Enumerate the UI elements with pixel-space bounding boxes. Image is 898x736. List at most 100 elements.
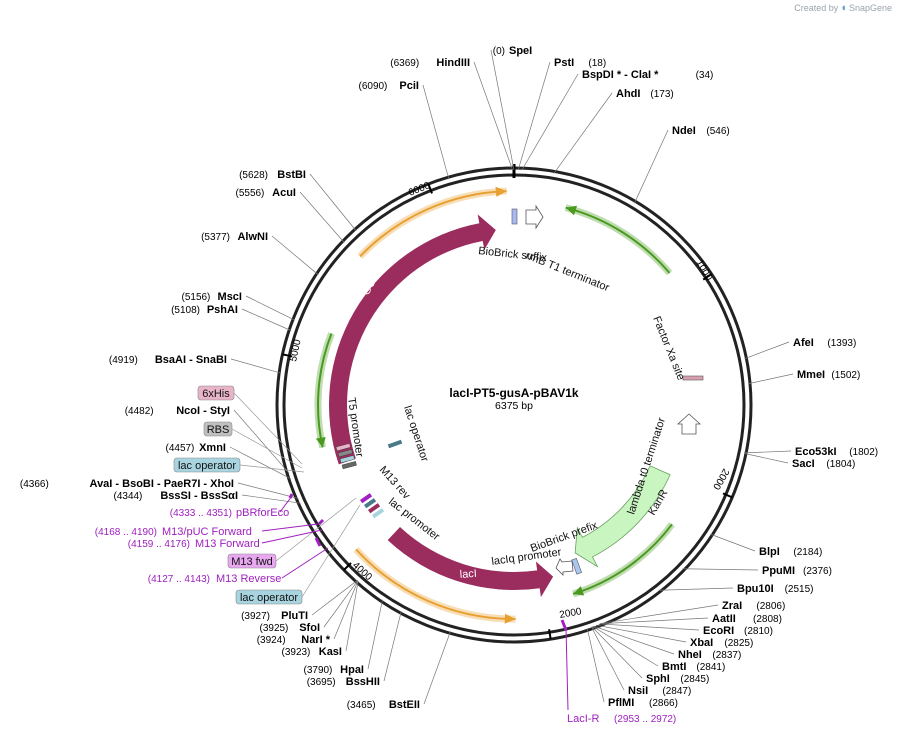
site-name-eco53ki: Eco53kI [795, 446, 837, 458]
primer-name-m13-puc-forward: M13/pUC Forward [162, 526, 252, 538]
site-leader-nsii [591, 626, 625, 691]
rrnb-terminator-glyph [525, 204, 544, 230]
site-name-bspdi-clai-: BspDI * - ClaI * [582, 69, 659, 81]
site-leader-aatii [599, 617, 709, 625]
boxed-feature-6xhis: 6xHis [197, 385, 235, 401]
site-name-avai-bsobi-paer7i-xhoi: AvaI - BsoBI - PaeR7I - XhoI [90, 478, 234, 490]
primer-labels: (4333 .. 4351) pBRforEco (4168 .. 4190) … [95, 507, 677, 725]
site-pos-zrai: (2806) [756, 601, 785, 612]
site-leader-xbai [596, 624, 687, 643]
site-pos-afei: (1393) [827, 338, 856, 349]
green-arc-kanr [572, 522, 675, 598]
site-pos-hindiii: (6369) [390, 58, 419, 69]
site-pos-xmni: (4457) [165, 443, 194, 454]
feature-arrow-kanr [574, 465, 671, 568]
tick-mark-2000 [722, 492, 733, 499]
site-name-ppumi: PpuMI [762, 565, 795, 577]
site-pos-psti: (18) [588, 58, 606, 69]
site-name-aatii: AatII [712, 613, 736, 625]
primer-name-laci-r: LacI-R [567, 713, 599, 725]
tick-label-5000: 5000 [288, 338, 303, 362]
green-arc-gus [314, 332, 335, 449]
watermark-brand: SnapGene [848, 3, 892, 13]
site-pos-mmei: (1502) [831, 370, 860, 381]
feature-label-lac-operator-inner: lac operator [401, 404, 430, 463]
site-name-nari-: NarI * [301, 634, 330, 646]
tick-mark-4000 [343, 562, 352, 571]
site-leader-pflmi [586, 628, 605, 703]
site-leader-bsssi-bsss-i [241, 494, 301, 504]
site-pos-blpi: (2184) [793, 547, 822, 558]
site-name-bstbi: BstBI [277, 169, 306, 181]
promoter-cluster-glyph-0 [335, 443, 351, 452]
site-name-sfoi: SfoI [299, 622, 320, 634]
site-labels: SpeI(0)PstI(18)BspDI * - ClaI *(34)AhdI(… [20, 45, 878, 711]
lac-operator-glyph [387, 439, 403, 449]
site-pos-ncoi-styi: (4482) [125, 406, 154, 417]
tick-mark-1000 [702, 273, 713, 281]
site-leader-psti [517, 61, 551, 171]
site-pos-acui: (5556) [235, 188, 264, 199]
site-pos-spei: (0) [493, 46, 505, 57]
svg-text:RBS: RBS [207, 424, 230, 436]
site-leader-ppumi [682, 568, 759, 571]
m13-cluster-glyph-2 [367, 503, 381, 514]
site-name-bsssi-bsss-i: BssSI - BssSαI [160, 490, 238, 502]
site-leader-bpu10i [658, 587, 734, 591]
svg-text:lac operator: lac operator [240, 592, 298, 604]
feature-label-factor-xa: Factor Xa site [650, 315, 687, 382]
site-pos-bsshii: (3695) [307, 677, 336, 688]
promoter-cluster-glyph-3 [341, 461, 357, 470]
site-name-msci: MscI [218, 291, 242, 303]
site-leader-pshai [241, 308, 292, 331]
primer-leaders [261, 495, 569, 711]
site-pos-ahdi: (173) [650, 89, 673, 100]
site-leader-sphi [591, 626, 643, 679]
site-pos-bsssi-bsss-i: (4344) [113, 491, 142, 502]
primer-pos-m13-puc-forward: (4168 .. 4190) [95, 527, 157, 538]
site-pos-kasi: (3923) [281, 647, 310, 658]
site-leader-pluti [311, 580, 358, 616]
site-leader-bstbi [309, 173, 357, 232]
primer-pos-pbrforeco: (4333 .. 4351) [170, 508, 232, 519]
boxed-feature-leaders [231, 392, 361, 598]
site-pos-nhei: (2837) [712, 650, 741, 661]
feature-arrow-laci [387, 527, 554, 598]
site-leader-pcii [422, 84, 450, 180]
site-pos-sfoi: (3925) [259, 623, 288, 634]
site-name-alwni: AlwNI [237, 231, 268, 243]
site-leader-sfoi [323, 580, 359, 628]
biobrick-prefix-glyph [571, 558, 582, 575]
site-leader-bmti [592, 626, 659, 667]
plasmid-length: 6375 bp [495, 400, 533, 412]
site-pos-pflmi: (2866) [649, 698, 678, 709]
primer-name-pbrforeco: pBRforEco [236, 507, 289, 519]
site-leader-avai-bsobi-paer7i-xhoi [237, 482, 299, 499]
site-name-pcii: PciI [399, 80, 419, 92]
site-name-afei: AfeI [793, 337, 814, 349]
primer-pos-laci-r: (2953 .. 2972) [614, 714, 676, 725]
site-pos-avai-bsobi-paer7i-xhoi: (4366) [20, 479, 49, 490]
boxed-feature-lac-operator: lac operator [173, 457, 241, 473]
site-leader-ahdi [553, 92, 613, 174]
site-name-bsshii: BssHII [346, 676, 380, 688]
site-pos-ecori: (2810) [744, 626, 773, 637]
site-leader-nhei [593, 625, 675, 655]
site-pos-bmti: (2841) [696, 662, 725, 673]
tick-mark-5000 [282, 353, 293, 358]
boxed-feature-rbs: RBS [203, 421, 233, 437]
primer-name-m13-forward: M13 Forward [195, 538, 260, 550]
site-leader-acui [299, 191, 345, 243]
site-name-bsteii: BstEII [389, 699, 420, 711]
site-pos-ndei: (546) [706, 126, 729, 137]
site-pos-alwni: (5377) [201, 232, 230, 243]
site-pos-bspdi-clai-: (34) [696, 70, 714, 81]
site-leader-bsteii [423, 631, 451, 705]
site-name-pshai: PshAI [207, 304, 238, 316]
site-leader-zrai [600, 604, 719, 624]
site-leader-msci [245, 295, 296, 321]
site-pos-bsteii: (3465) [347, 700, 376, 711]
site-leader-blpi [710, 533, 756, 552]
site-pos-xbai: (2825) [724, 638, 753, 649]
site-leader-hpai [367, 599, 383, 670]
